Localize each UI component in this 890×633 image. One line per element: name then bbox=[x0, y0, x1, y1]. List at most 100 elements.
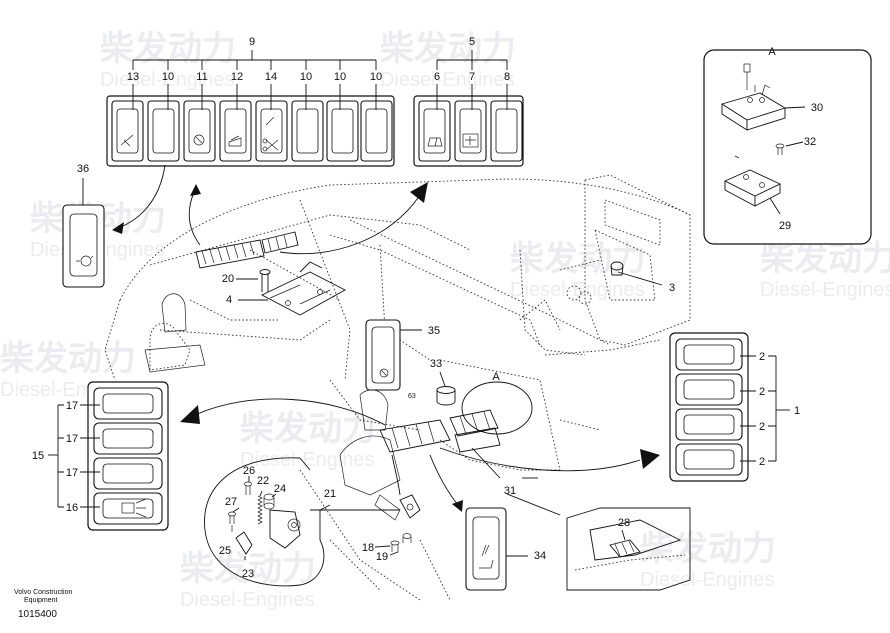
watermark-en: Diesel-Engines bbox=[180, 589, 315, 611]
callout-22: 22 bbox=[257, 475, 269, 487]
part-18-19 bbox=[374, 533, 412, 556]
footer-block: Volvo Construction Equipment 1015400 bbox=[14, 589, 72, 620]
callout-31: 31 bbox=[504, 485, 516, 497]
switch-8 bbox=[490, 100, 523, 162]
callout-26: 26 bbox=[243, 465, 255, 477]
watermark-cn: 柴发动力 bbox=[510, 240, 646, 278]
leader-31a bbox=[471, 447, 501, 479]
watermark-en: Diesel-Engines bbox=[510, 279, 645, 301]
callout-24: 24 bbox=[274, 483, 286, 495]
callout-16: 16 bbox=[66, 502, 78, 514]
part-33 bbox=[436, 386, 456, 406]
spring-22 bbox=[257, 495, 263, 525]
callout-2: 2 bbox=[759, 456, 765, 468]
callout-10: 10 bbox=[370, 71, 382, 83]
watermark-en: Diesel-Engines bbox=[380, 69, 515, 91]
callout-17: 17 bbox=[66, 467, 78, 479]
bracket-4 bbox=[260, 261, 346, 316]
switch-2d bbox=[675, 443, 743, 476]
rotary-knob-3 bbox=[610, 261, 624, 276]
callout-21: 21 bbox=[324, 488, 336, 500]
switch-21-installed bbox=[399, 494, 421, 519]
switch-2b bbox=[675, 373, 743, 406]
callout-2: 2 bbox=[759, 351, 765, 363]
screw-20 bbox=[259, 269, 271, 292]
callout-9: 9 bbox=[249, 36, 255, 48]
switch-stack-1 bbox=[669, 332, 749, 482]
watermark-en: Diesel-Engines bbox=[640, 569, 775, 591]
drawing-number: 1015400 bbox=[18, 609, 57, 620]
callout-14: 14 bbox=[265, 71, 277, 83]
detail-21-circle bbox=[204, 457, 400, 587]
switch-34 bbox=[465, 507, 507, 591]
callout-6: 6 bbox=[434, 71, 440, 83]
callout-5: 5 bbox=[469, 36, 475, 48]
callout-17: 17 bbox=[66, 400, 78, 412]
detail-a-ring: A bbox=[461, 371, 533, 435]
callout-28: 28 bbox=[618, 517, 630, 529]
switch-14 bbox=[255, 100, 288, 162]
watermark-en: Diesel-Engines bbox=[240, 449, 375, 471]
callout-10: 10 bbox=[300, 71, 312, 83]
callout-27: 27 bbox=[225, 496, 237, 508]
switch-36 bbox=[62, 204, 105, 288]
callout-30: 30 bbox=[811, 102, 823, 114]
callout-29: 29 bbox=[779, 220, 791, 232]
detail-a-box: A bbox=[703, 46, 872, 245]
switch-2a bbox=[675, 338, 743, 371]
switch-13 bbox=[111, 100, 144, 162]
callout-15: 15 bbox=[32, 450, 44, 462]
brand-line-2: Equipment bbox=[24, 597, 58, 604]
brand-line-1: Volvo Construction bbox=[14, 589, 72, 596]
switch-body-21 bbox=[269, 509, 301, 549]
screw-32 bbox=[775, 143, 785, 155]
callout-13: 13 bbox=[127, 71, 139, 83]
watermark-cn: 柴发动力 bbox=[380, 30, 516, 68]
watermark-cn: 柴发动力 bbox=[640, 530, 776, 568]
switch-2c bbox=[675, 408, 743, 441]
watermark-en: Diesel-Engines bbox=[100, 69, 235, 91]
switch-10 bbox=[147, 100, 180, 162]
screw-26 bbox=[244, 481, 252, 495]
callout-1: 1 bbox=[794, 405, 800, 417]
switch-10c bbox=[326, 100, 359, 162]
switch-11 bbox=[183, 100, 216, 162]
detail-28-box bbox=[566, 507, 691, 591]
callout-2: 2 bbox=[759, 421, 765, 433]
callout-8: 8 bbox=[504, 71, 510, 83]
watermark-cn: 柴发动力 bbox=[0, 340, 136, 378]
callout-18: 18 bbox=[362, 542, 374, 554]
callout-12: 12 bbox=[231, 71, 243, 83]
screw-27 bbox=[228, 511, 236, 524]
part-29 bbox=[723, 169, 782, 207]
leader-group-1 bbox=[740, 355, 790, 462]
callout-3: 3 bbox=[669, 282, 675, 294]
callout-2: 2 bbox=[759, 386, 765, 398]
switch-16 bbox=[93, 492, 163, 525]
leader-group-15 bbox=[48, 404, 100, 508]
leader-3 bbox=[617, 271, 663, 286]
callout-19: 19 bbox=[376, 551, 388, 563]
watermark-cn: 柴发动力 bbox=[180, 550, 316, 588]
dash-switch-strip bbox=[195, 231, 299, 269]
leader-group-9 bbox=[132, 50, 377, 110]
bushing-24 bbox=[263, 493, 275, 510]
leader-31c bbox=[506, 493, 561, 516]
watermark-en: Diesel-Engines bbox=[760, 279, 890, 301]
callout-20: 20 bbox=[222, 273, 234, 285]
center-console-switches bbox=[379, 409, 501, 453]
callout-33: 33 bbox=[430, 358, 442, 370]
switch-panel-5 bbox=[413, 95, 524, 167]
callout-34: 34 bbox=[534, 550, 546, 562]
callout-32: 32 bbox=[804, 136, 816, 148]
watermark-cn: 柴发动力 bbox=[240, 410, 376, 448]
callout-23: 23 bbox=[242, 568, 254, 580]
callout-4: 4 bbox=[226, 294, 232, 306]
switch-stack-15 bbox=[87, 381, 169, 531]
knob-25 bbox=[235, 531, 253, 555]
watermark-cn: 柴发动力 bbox=[760, 240, 890, 278]
callout-10: 10 bbox=[162, 71, 174, 83]
callout-10: 10 bbox=[334, 71, 346, 83]
detail-ref: 63 bbox=[408, 393, 416, 400]
